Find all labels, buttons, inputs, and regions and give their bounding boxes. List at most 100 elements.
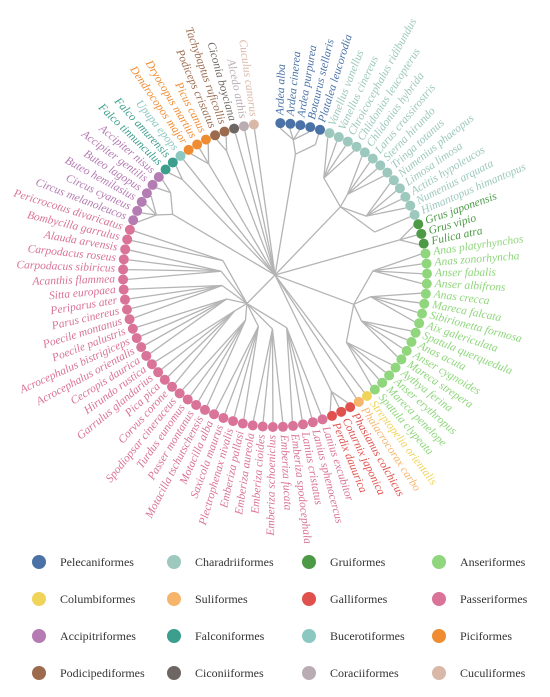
tip-dot bbox=[413, 219, 424, 230]
branch-tip bbox=[145, 203, 157, 216]
branch-internal bbox=[323, 177, 342, 208]
branch-tip bbox=[233, 326, 260, 417]
tip-dot bbox=[136, 196, 147, 207]
branch-tip bbox=[370, 296, 418, 313]
tip-dot bbox=[369, 384, 380, 395]
branch-tip bbox=[206, 319, 247, 406]
branch-tip bbox=[162, 179, 172, 194]
branch-internal bbox=[222, 260, 248, 304]
branch-tip bbox=[128, 270, 222, 280]
branch-tip bbox=[345, 341, 386, 373]
branch-tip bbox=[345, 341, 380, 380]
branch-tip bbox=[361, 320, 408, 341]
branch-tip bbox=[271, 328, 284, 422]
tip-dot bbox=[267, 421, 278, 432]
tip-dot bbox=[419, 298, 430, 309]
tip-dot bbox=[314, 124, 325, 135]
tip-label: Anser albifrons bbox=[433, 278, 506, 294]
branch-stem bbox=[208, 163, 276, 276]
legend-item: Anseriformes bbox=[432, 552, 542, 572]
branch-tip bbox=[243, 326, 260, 419]
branch-internal bbox=[169, 192, 174, 215]
branch-stem bbox=[274, 274, 359, 385]
tip-dot bbox=[199, 404, 210, 415]
branch-tip bbox=[349, 388, 357, 399]
tip-dot bbox=[132, 205, 143, 216]
branch-tip bbox=[128, 268, 222, 272]
tip-dot bbox=[160, 164, 171, 175]
tip-dot bbox=[131, 333, 142, 344]
branch-internal bbox=[156, 213, 173, 216]
branch-tip bbox=[137, 298, 227, 328]
legend-swatch bbox=[32, 592, 46, 606]
tip-dot bbox=[228, 416, 239, 427]
tip-dot bbox=[295, 120, 306, 131]
branch-tip bbox=[372, 270, 422, 285]
tip-dot bbox=[275, 118, 286, 129]
tip-dot bbox=[120, 244, 131, 255]
tip-dot bbox=[124, 314, 135, 325]
legend-swatch bbox=[302, 666, 316, 680]
tip-dot bbox=[345, 402, 356, 413]
tip-dot bbox=[382, 167, 393, 178]
tip-dot bbox=[121, 304, 132, 315]
tip-dot bbox=[118, 274, 129, 285]
tree-branches bbox=[128, 127, 423, 422]
branch-tip bbox=[131, 239, 224, 262]
legend-label: Gruiformes bbox=[330, 554, 386, 569]
branch-tip bbox=[399, 225, 415, 241]
branch-tip bbox=[331, 391, 349, 404]
branch-tip bbox=[286, 327, 322, 415]
branch-stem bbox=[237, 143, 276, 276]
legend-label: Galliformes bbox=[330, 591, 388, 606]
legend-swatch bbox=[167, 555, 181, 569]
branch-tip bbox=[323, 150, 355, 179]
branch-tip bbox=[234, 133, 239, 144]
legend-item: Podicipediformes bbox=[32, 663, 167, 683]
branch-internal bbox=[246, 302, 288, 329]
legend-item: Accipitriformes bbox=[32, 626, 167, 646]
tip-label: Emberiza schoeniclus bbox=[265, 434, 278, 536]
tip-dot bbox=[361, 391, 372, 402]
branch-tip bbox=[156, 187, 171, 194]
legend-label: Passeriformes bbox=[460, 591, 528, 606]
branch-stem bbox=[226, 150, 276, 276]
tip-dot bbox=[285, 118, 296, 129]
branch-stem bbox=[255, 139, 276, 276]
tip-dot bbox=[277, 421, 288, 432]
legend-swatch bbox=[432, 629, 446, 643]
tip-label: Anser fabalis bbox=[434, 267, 497, 280]
tip-dot bbox=[175, 150, 186, 161]
legend-label: Ciconiiformes bbox=[195, 665, 264, 680]
branch-tip bbox=[372, 253, 421, 272]
tip-dot bbox=[118, 254, 129, 265]
tip-dot bbox=[396, 354, 407, 365]
branch-tip bbox=[347, 168, 378, 195]
branch-tip bbox=[253, 129, 257, 140]
branch-tip bbox=[289, 128, 294, 140]
branch-stem bbox=[189, 167, 276, 276]
tip-dot bbox=[159, 374, 170, 385]
branch-tip bbox=[361, 320, 412, 332]
legend-label: Anseriformes bbox=[460, 554, 526, 569]
tip-dot bbox=[124, 224, 135, 235]
branch-internal bbox=[339, 193, 349, 208]
tip-dot bbox=[182, 394, 193, 405]
branch-tip bbox=[329, 391, 333, 412]
legend-item: Charadriiformes bbox=[167, 552, 302, 572]
legend-label: Columbiformes bbox=[60, 591, 136, 606]
branch-internal bbox=[246, 303, 259, 327]
tip-dot bbox=[127, 323, 138, 334]
tip-dot bbox=[146, 359, 157, 370]
legend-swatch bbox=[32, 555, 46, 569]
tip-dot bbox=[333, 132, 344, 143]
branch-tip bbox=[292, 129, 301, 141]
tip-dot bbox=[122, 234, 133, 245]
tip-dot bbox=[421, 258, 432, 269]
branch-tip bbox=[128, 259, 222, 272]
branch-tip bbox=[216, 139, 228, 152]
branch-internal bbox=[220, 270, 248, 304]
branch-internal bbox=[353, 304, 363, 322]
tip-dot bbox=[118, 264, 129, 275]
